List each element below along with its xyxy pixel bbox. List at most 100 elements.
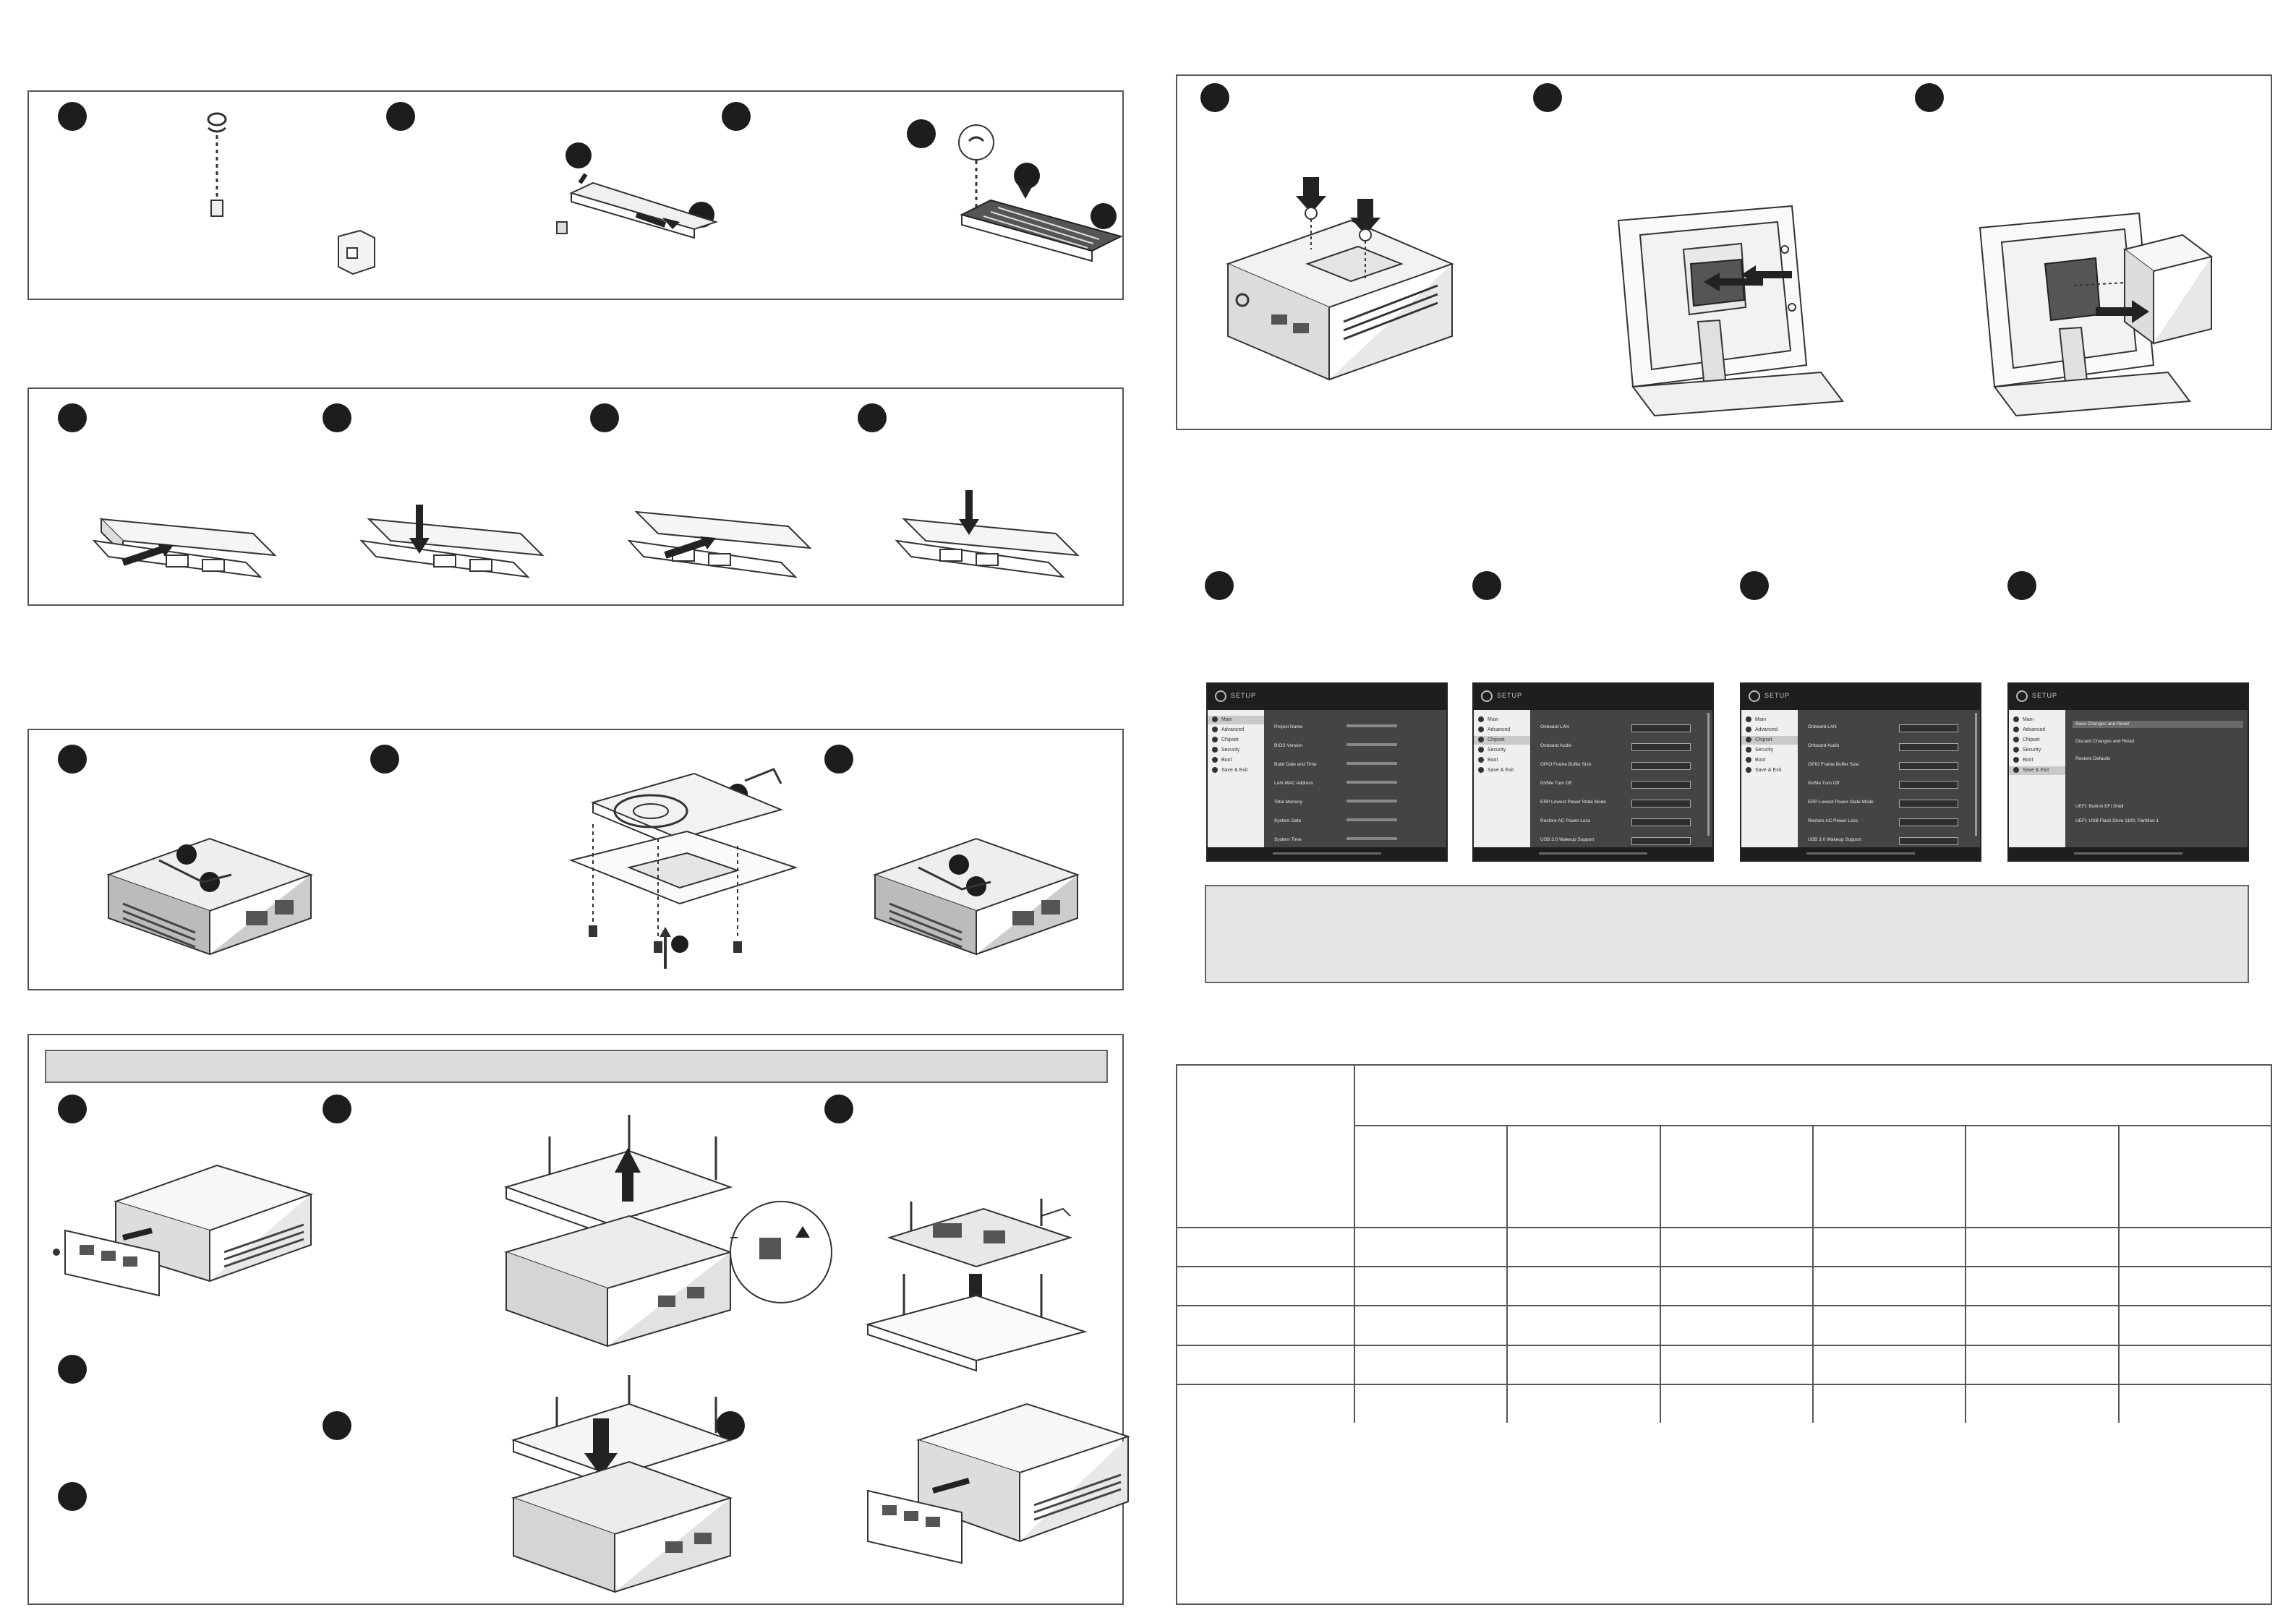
- step-marker: [58, 403, 87, 432]
- bios-setting-dropdown[interactable]: [1631, 837, 1691, 845]
- bios-setting-row[interactable]: NVMe Turn Off: [1540, 781, 1699, 791]
- bios-setting-dropdown[interactable]: [1899, 781, 1958, 789]
- step-marker: [2007, 571, 2036, 600]
- bios-setting-dropdown[interactable]: [1631, 762, 1691, 770]
- bios-setting-row[interactable]: NVMe Turn Off: [1808, 781, 1967, 791]
- bios-setting-row[interactable]: System Time: [1274, 837, 1433, 847]
- bios-menu-item[interactable]: Chipset: [1741, 736, 1798, 745]
- bios-setting-row[interactable]: Onboard Audio: [1540, 743, 1699, 753]
- bios-setting-dropdown[interactable]: [1899, 724, 1958, 732]
- bios-menu-item[interactable]: Advanced: [2013, 726, 2045, 735]
- bios-menu-label: Main: [1488, 717, 1499, 722]
- bios-setting-dropdown[interactable]: [1899, 818, 1958, 826]
- bios-setting-label: ERP Lowest Power State Mode: [1540, 800, 1606, 805]
- bios-setting-row[interactable]: Restore Defaults: [2075, 756, 2235, 766]
- bios-menu-item[interactable]: Security: [1212, 746, 1239, 755]
- bios-setting-dropdown[interactable]: [1631, 800, 1691, 808]
- bios-menu-item[interactable]: Advanced: [1746, 726, 1778, 735]
- bios-setting-row[interactable]: GPIO Frame Buffer Size: [1540, 762, 1699, 772]
- bios-setting-label: UEFI: Built-in EFI Shell: [2075, 804, 2124, 809]
- table-group-header: [1354, 1063, 2272, 1127]
- bios-menu-item[interactable]: Security: [2013, 746, 2041, 755]
- bios-menu-item[interactable]: Main: [1478, 716, 1498, 724]
- bios-setting-row[interactable]: BIOS Version: [1274, 743, 1433, 753]
- m2-standoff-illustration: [338, 229, 375, 275]
- bios-setting-row[interactable]: Project Name: [1274, 724, 1433, 735]
- bios-setting-row[interactable]: ERP Lowest Power State Mode: [1808, 800, 1967, 810]
- bios-footer: [2009, 847, 2248, 860]
- bios-title-bar: SETUP: [1741, 684, 1980, 710]
- bios-setting-row[interactable]: LAN MAC Address: [1274, 781, 1433, 791]
- memory-slot-press-down: [359, 505, 545, 578]
- bios-setting-row[interactable]: Restore AC Power Loss: [1540, 818, 1699, 828]
- step-marker: [824, 745, 853, 774]
- bios-menu-item[interactable]: Save & Exit: [2009, 766, 2065, 775]
- bios-menu-label: Security: [1221, 748, 1240, 753]
- table-column-header: [1811, 1125, 1967, 1228]
- bios-setting-row[interactable]: Total Memory: [1274, 800, 1433, 810]
- bios-menu-item[interactable]: Main: [1208, 716, 1264, 724]
- memory-slot2-press-down: [895, 490, 1080, 578]
- bios-setting-label: System Time: [1274, 837, 1302, 842]
- bios-setting-row[interactable]: Restore AC Power Loss: [1808, 818, 1967, 828]
- bios-menu-icon: [1212, 757, 1218, 763]
- table-notes-area: [1176, 1423, 2272, 1605]
- bios-menu-label: Save & Exit: [1221, 768, 1248, 773]
- bios-setting-row[interactable]: Build Date and Time: [1274, 762, 1433, 772]
- bios-menu-icon: [1212, 727, 1218, 733]
- bios-menu-item[interactable]: Boot: [2013, 756, 2033, 765]
- bios-setting-row[interactable]: UEFI: Built-in EFI Shell: [2075, 804, 2235, 814]
- bios-setting-dropdown[interactable]: [1631, 781, 1691, 789]
- bios-setting-row[interactable]: UEFI: USB Flash Drive 1100, Partition 1: [2075, 818, 2235, 828]
- bios-setting-value: [1347, 837, 1397, 840]
- bios-setting-label: Onboard LAN: [1540, 724, 1569, 729]
- bios-setting-row[interactable]: ERP Lowest Power State Mode: [1540, 800, 1699, 810]
- bios-setting-label: NVMe Turn Off: [1540, 781, 1572, 786]
- bios-setting-row[interactable]: Save Changes and Reset: [2075, 721, 2235, 732]
- bios-menu-item[interactable]: Chipset: [1212, 736, 1239, 745]
- bios-setting-row[interactable]: Discard Changes and Reset: [2075, 739, 2235, 749]
- bios-menu-label: Main: [1221, 717, 1233, 722]
- bios-menu-item[interactable]: Advanced: [1478, 726, 1510, 735]
- bios-menu-item[interactable]: Save & Exit: [1478, 766, 1514, 775]
- bios-setting-row[interactable]: Onboard LAN: [1540, 724, 1699, 735]
- bios-setting-dropdown[interactable]: [1899, 800, 1958, 808]
- bios-menu-item[interactable]: Chipset: [1474, 736, 1530, 745]
- bios-menu-item[interactable]: Save & Exit: [1212, 766, 1247, 775]
- bios-setting-dropdown[interactable]: [1631, 743, 1691, 751]
- bios-setting-dropdown[interactable]: [1899, 762, 1958, 770]
- bios-logo-icon: [1749, 690, 1760, 702]
- bios-setting-dropdown[interactable]: [1631, 724, 1691, 732]
- mini-pc-drive-secured-illustration: [873, 837, 1080, 956]
- bios-menu-icon: [1746, 716, 1751, 723]
- bios-menu-item[interactable]: Boot: [1478, 756, 1498, 765]
- table-column-header: [1659, 1125, 1814, 1228]
- bios-menu-item[interactable]: Security: [1746, 746, 1773, 755]
- bios-menu-item[interactable]: Save & Exit: [1746, 766, 1781, 775]
- bios-menu-item[interactable]: Boot: [1212, 756, 1232, 765]
- bios-menu-item[interactable]: Advanced: [1212, 726, 1244, 735]
- bios-setting-dropdown[interactable]: [1899, 743, 1958, 751]
- bios-setting-dropdown[interactable]: [1631, 818, 1691, 826]
- bios-menu-item[interactable]: Security: [1478, 746, 1506, 755]
- bios-setting-row[interactable]: GPIO Frame Buffer Size: [1808, 762, 1967, 772]
- bios-menu-item[interactable]: Main: [2013, 716, 2033, 724]
- bios-setting-row[interactable]: USB 3.0 Wakeup Support: [1808, 837, 1967, 847]
- bios-menu-label: Boot: [1221, 758, 1232, 763]
- table-column-header: [1353, 1125, 1508, 1228]
- bios-menu-icon: [1478, 727, 1484, 733]
- bios-setting-row[interactable]: System Date: [1274, 818, 1433, 828]
- step-marker: [58, 1482, 87, 1511]
- bios-setting-row[interactable]: Onboard Audio: [1808, 743, 1967, 753]
- bios-menu-item[interactable]: Chipset: [2013, 736, 2040, 745]
- rear-panel-reinstall-illustration: [867, 1403, 1131, 1564]
- bios-menu-label: Boot: [1488, 758, 1498, 763]
- section-header-bar: [45, 1050, 1108, 1083]
- bios-scrollbar[interactable]: [1975, 713, 1977, 836]
- bios-setting-row[interactable]: USB 3.0 Wakeup Support: [1540, 837, 1699, 847]
- bios-menu-item[interactable]: Main: [1746, 716, 1766, 724]
- bios-menu-item[interactable]: Boot: [1746, 756, 1765, 765]
- bios-setting-row[interactable]: Onboard LAN: [1808, 724, 1967, 735]
- bios-scrollbar[interactable]: [1707, 713, 1710, 836]
- bios-setting-dropdown[interactable]: [1899, 837, 1958, 845]
